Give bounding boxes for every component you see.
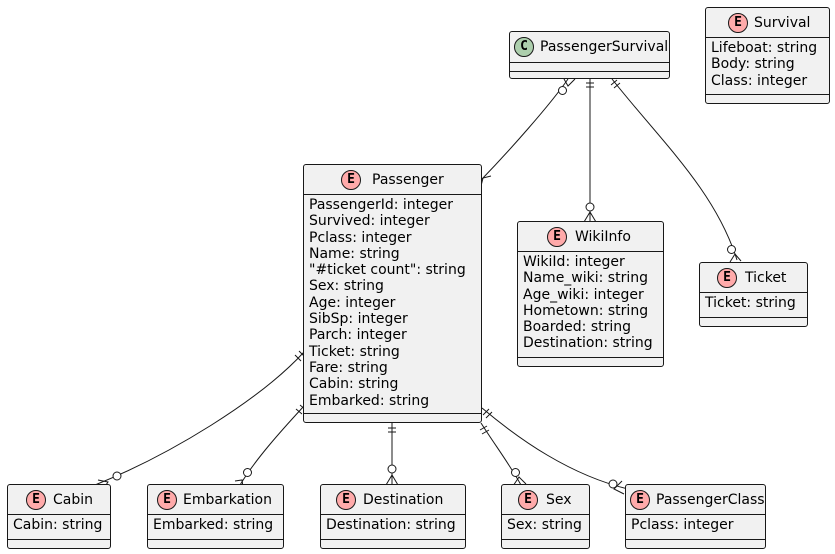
attribute: Age: integer (309, 294, 396, 311)
relation-survival-wikiinfo (583, 79, 597, 223)
attribute: "#ticket count": string (309, 262, 466, 279)
entity-passengerclass[interactable]: E PassengerClass Pclass: integer (625, 484, 766, 549)
entity-title: Survival (754, 15, 811, 31)
attribute-list: WikiId: integer Name_wiki: string Age_wi… (518, 252, 663, 352)
attribute: Embarked: string (153, 517, 274, 533)
entity-icon: E (336, 490, 356, 510)
entity-icon: E (157, 490, 177, 510)
attribute: Pclass: integer (631, 517, 734, 533)
attribute: Sex: string (507, 517, 582, 533)
entity-icon: E (341, 170, 361, 190)
entity-title: Sex (546, 492, 572, 508)
entity-sex[interactable]: E Sex Sex: string (501, 484, 590, 549)
relation-passenger-cabin (94, 350, 306, 492)
entity-survival[interactable]: E Survival Lifeboat: string Body: string… (705, 7, 830, 104)
relation-passenger-destination (385, 423, 399, 486)
attribute: PassengerId: integer (309, 197, 454, 213)
attribute: WikiId: integer (523, 254, 625, 270)
entity-title: WikiInfo (575, 229, 631, 245)
attribute: Lifeboat: string (711, 40, 818, 56)
entity-title: Ticket (745, 270, 787, 286)
attribute: Hometown: string (523, 302, 649, 319)
attribute: Age_wiki: integer (523, 286, 644, 303)
relation-passenger-passengerclass (481, 407, 629, 495)
attribute: Cabin: string (13, 517, 103, 533)
relation-passenger-embarkation (234, 404, 307, 488)
attribute: Name_wiki: string (523, 270, 648, 287)
attribute-list: Ticket: string (700, 293, 807, 311)
attribute-list: Cabin: string (8, 515, 110, 533)
attribute-list: Lifeboat: string Body: string Class: int… (706, 38, 829, 89)
entity-title: Cabin (53, 492, 94, 508)
entity-title: Destination (363, 492, 444, 508)
attribute-list: Pclass: integer (626, 515, 765, 533)
entity-icon: E (518, 490, 538, 510)
attribute: Name: string (309, 245, 400, 262)
relation-survival-ticket (610, 78, 742, 263)
entity-title: Passenger (372, 172, 444, 188)
class-icon: C (514, 37, 534, 57)
attribute: Destination: string (523, 335, 653, 352)
attribute: Parch: integer (309, 327, 407, 344)
attribute: Fare: string (309, 359, 388, 376)
entity-title: Embarkation (183, 492, 272, 508)
entity-passenger[interactable]: E Passenger PassengerId: integer Survive… (303, 164, 482, 423)
entity-icon: E (547, 227, 567, 247)
attribute-list: Destination: string (321, 515, 465, 533)
attribute-list: PassengerId: integer Survived: integer P… (304, 195, 481, 409)
attribute: Destination: string (326, 517, 456, 533)
entity-cabin[interactable]: E Cabin Cabin: string (7, 484, 111, 549)
attribute: Embarked: string (309, 392, 430, 409)
entity-icon: E (26, 490, 46, 510)
entity-icon: E (717, 268, 737, 288)
attribute: Boarded: string (523, 319, 632, 336)
attribute: Pclass: integer (309, 229, 412, 246)
attribute-list: Sex: string (502, 515, 589, 533)
relation-survival-passenger (480, 78, 576, 187)
attribute: Body: string (711, 56, 795, 73)
attribute: Survived: integer (309, 213, 430, 230)
attribute: Cabin: string (309, 376, 399, 393)
entity-title: PassengerClass (656, 492, 765, 508)
attribute: Ticket: string (309, 343, 400, 360)
entity-icon: E (630, 490, 650, 510)
entity-ticket[interactable]: E Ticket Ticket: string (699, 262, 808, 327)
attribute-list: Embarked: string (148, 515, 283, 533)
attribute: SibSp: integer (309, 311, 408, 328)
attribute: Ticket: string (705, 295, 796, 311)
entity-icon: E (728, 13, 748, 33)
entity-title: PassengerSurvival (540, 39, 669, 55)
entity-wikiinfo[interactable]: E WikiInfo WikiId: integer Name_wiki: st… (517, 221, 664, 367)
relation-passenger-sex (479, 422, 527, 487)
entity-embarkation[interactable]: E Embarkation Embarked: string (147, 484, 284, 549)
attribute: Sex: string (309, 278, 384, 295)
entity-destination[interactable]: E Destination Destination: string (320, 484, 466, 549)
attribute: Class: integer (711, 72, 808, 89)
entity-passengersurvival[interactable]: C PassengerSurvival (509, 31, 670, 79)
